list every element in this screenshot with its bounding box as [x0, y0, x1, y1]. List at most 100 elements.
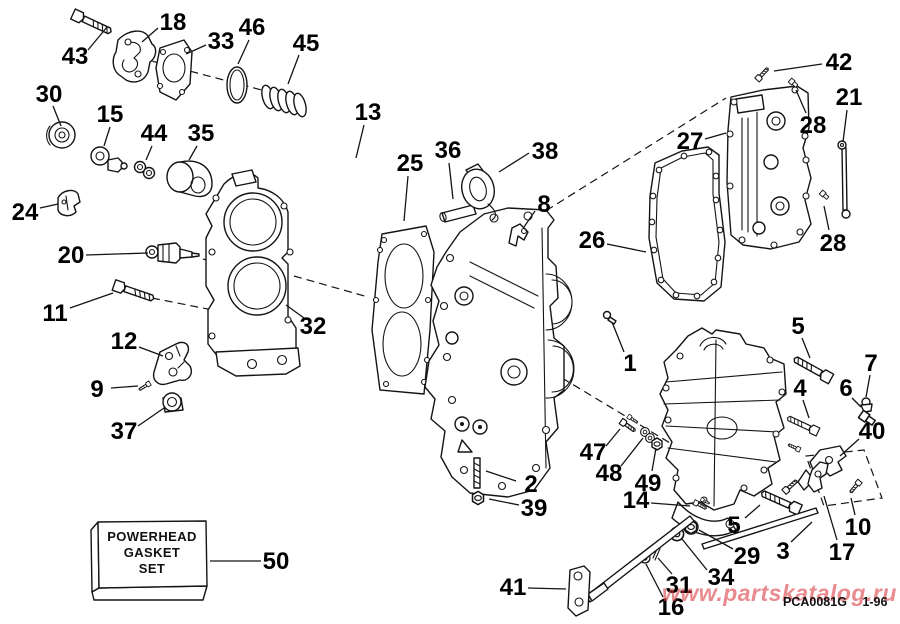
callout-label-8: 8 [537, 191, 550, 218]
leader-line-32 [285, 304, 305, 319]
thermostat-15 [90, 146, 128, 173]
watermark: www.partskatalog.ru [662, 580, 897, 606]
leader-line-43 [87, 26, 108, 51]
leader-line-34 [681, 538, 708, 571]
plug-28-lower [818, 189, 830, 201]
leader-line-2 [485, 470, 517, 482]
leader-line-16 [645, 563, 664, 598]
leader-line-4 [802, 399, 810, 419]
leader-line-14 [650, 502, 691, 507]
leader-line-36 [448, 162, 454, 200]
callout-label-28: 28 [800, 112, 827, 139]
callout-label-2: 2 [524, 471, 537, 498]
leader-line-47 [605, 428, 621, 447]
callout-label-48: 48 [596, 460, 623, 487]
leader-line-42 [773, 63, 823, 72]
leader-line-13 [355, 124, 365, 159]
bolt-5-lower [758, 487, 803, 516]
screws-47 [618, 413, 640, 435]
callout-label-5: 5 [791, 313, 804, 340]
leader-line-10 [850, 497, 856, 516]
exhaust-cover-27 [726, 85, 812, 250]
gasket-set-box-50: POWERHEAD GASKET SET [90, 520, 208, 601]
callout-label-42: 42 [826, 49, 853, 76]
callout-label-5: 5 [727, 512, 740, 539]
leader-line-37 [137, 407, 165, 427]
leader-line-11 [69, 292, 114, 309]
clamp-screw-40 [781, 477, 800, 495]
dowel-pin-36 [439, 204, 477, 223]
callout-label-50: 50 [263, 548, 290, 575]
gasket-set-line-1: POWERHEAD [107, 529, 197, 544]
leader-line-45 [287, 54, 300, 85]
callout-label-31: 31 [666, 572, 693, 599]
leader-line-41 [527, 587, 567, 590]
bolt-4 [785, 413, 821, 437]
elbow-fitting-8 [508, 223, 529, 247]
leader-line-33 [185, 44, 207, 55]
callout-label-14: 14 [623, 487, 650, 514]
screw-10 [847, 478, 863, 495]
callout-label-15: 15 [97, 101, 124, 128]
leader-line-26 [606, 243, 647, 253]
callout-label-41: 41 [500, 574, 527, 601]
callout-label-20: 20 [58, 242, 85, 269]
gasket-set-line-2: GASKET [124, 545, 181, 560]
callout-label-26: 26 [579, 227, 606, 254]
leader-line-15 [103, 126, 111, 147]
callout-label-7: 7 [864, 350, 877, 377]
exhaust-gasket-26 [648, 146, 726, 302]
callout-label-16: 16 [658, 594, 685, 621]
leader-line-31 [657, 557, 673, 575]
leader-line-30 [52, 105, 62, 127]
leader-line-17 [823, 495, 838, 541]
leader-line-35 [188, 145, 198, 161]
screw-42 [754, 65, 771, 83]
bolt-43 [69, 8, 115, 38]
callout-label-43: 43 [62, 43, 89, 70]
leader-line-5 [801, 337, 811, 359]
leader-line-12 [138, 346, 164, 357]
leader-line-7 [865, 374, 871, 398]
screw-9 [137, 380, 152, 393]
callout-label-24: 24 [12, 199, 39, 226]
leader-line-21 [842, 109, 848, 143]
callout-label-6: 6 [839, 375, 852, 402]
drawing-revision: 1-96 [862, 595, 888, 609]
stud-2 [473, 457, 481, 489]
leader-line-40 [839, 438, 860, 457]
leader-line-28 [823, 205, 830, 231]
callout-label-25: 25 [397, 150, 424, 177]
thermostat-housing-18 [112, 30, 157, 83]
leader-line-3 [790, 521, 813, 543]
drawing-code-number: PCA0081G [783, 595, 847, 609]
callout-label-27: 27 [677, 128, 704, 155]
callout-label-46: 46 [239, 14, 266, 41]
callout-label-37: 37 [111, 418, 138, 445]
callout-label-40: 40 [859, 418, 886, 445]
callout-label-1: 1 [623, 350, 636, 377]
leader-line-24 [39, 203, 59, 209]
bracket-17 [807, 461, 829, 493]
callout-label-47: 47 [580, 439, 607, 466]
callout-label-49: 49 [635, 470, 662, 497]
thermostat-cover-35 [166, 160, 213, 198]
leader-line-20 [85, 252, 149, 256]
link-rod-41 [567, 515, 695, 617]
screw-under-4 [786, 441, 802, 453]
leader-line-48 [620, 437, 644, 467]
callout-label-29: 29 [734, 543, 761, 570]
callout-label-21: 21 [836, 84, 863, 111]
bolt-11 [111, 279, 157, 305]
callout-label-38: 38 [532, 138, 559, 165]
lifting-hook-38 [461, 163, 497, 221]
spring-45 [261, 84, 307, 118]
spark-plug-20 [145, 242, 200, 264]
leader-line-1 [611, 321, 625, 353]
callout-label-39: 39 [521, 495, 548, 522]
leader-line-8 [523, 210, 536, 228]
leader-line-39 [488, 498, 520, 506]
callout-label-44: 44 [141, 120, 168, 147]
cylinder-head-32 [205, 169, 301, 377]
